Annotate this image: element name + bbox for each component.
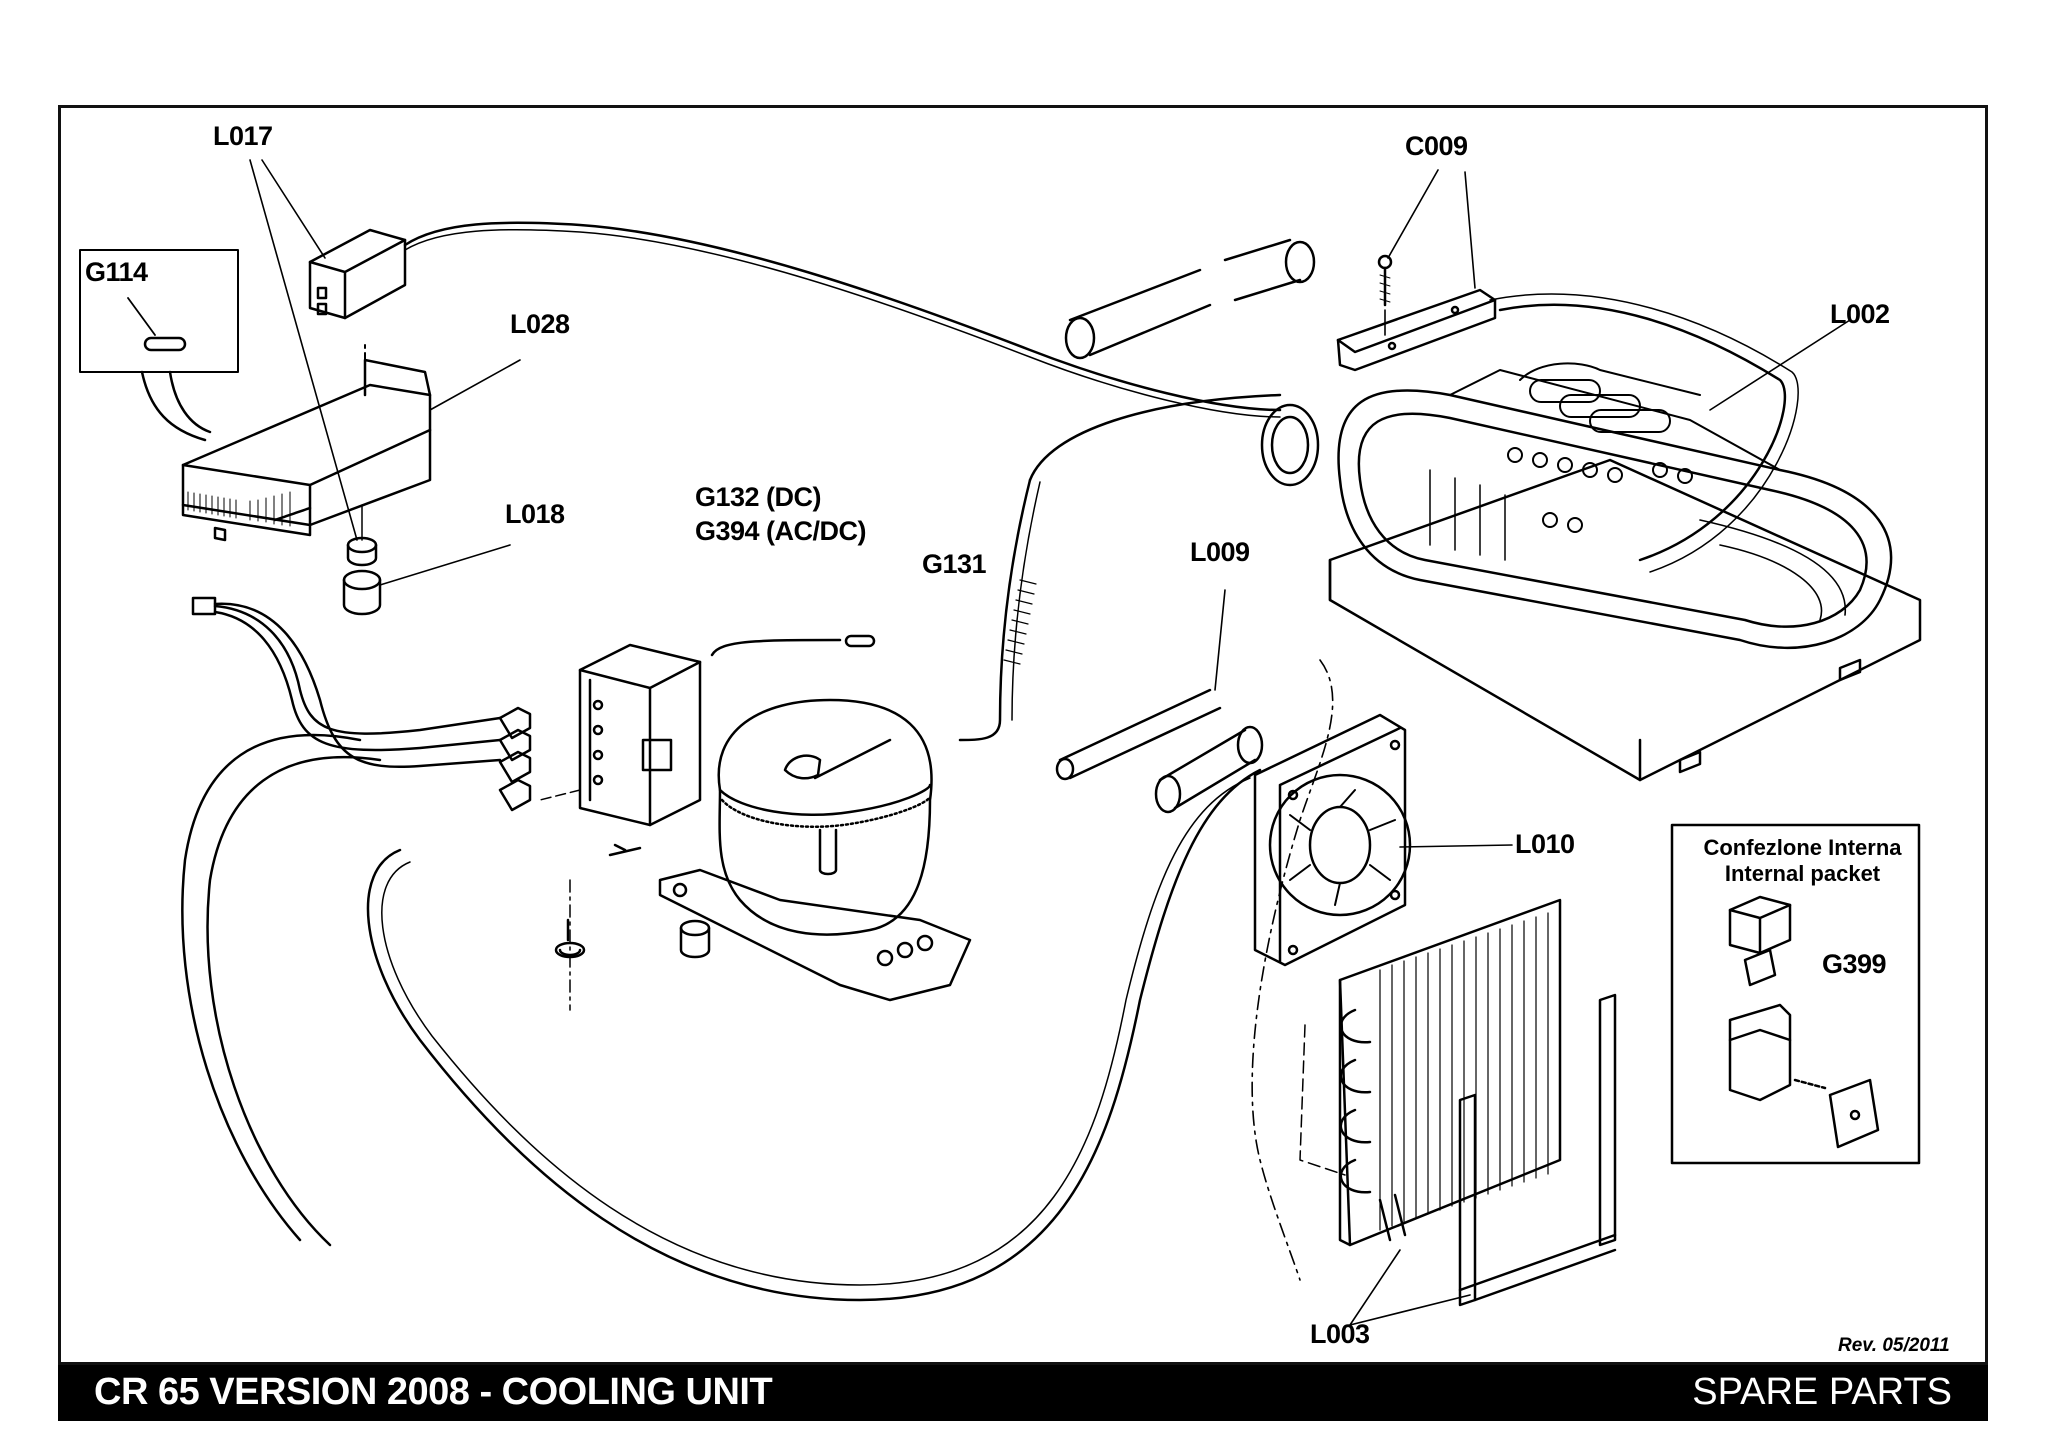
label-l028: L028 bbox=[510, 309, 570, 339]
label-l009: L009 bbox=[1190, 537, 1250, 567]
control-box-l028-icon bbox=[181, 344, 432, 542]
insulation-tube-icon bbox=[1064, 238, 1316, 360]
label-l002: L002 bbox=[1830, 299, 1890, 329]
power-cable-icon bbox=[366, 768, 1262, 1302]
evaporator-l002-icon bbox=[1328, 293, 1922, 782]
label-g394: G394 (AC/DC) bbox=[695, 516, 867, 546]
document-title: CR 65 VERSION 2008 - COOLING UNIT bbox=[94, 1371, 773, 1413]
footer-bar: CR 65 VERSION 2008 - COOLING UNIT SPARE … bbox=[58, 1365, 1988, 1421]
label-g399: G399 bbox=[1822, 949, 1887, 979]
wiring-harness-icon bbox=[181, 596, 532, 1247]
internal-packet-title: Confezlone Interna Internal packet bbox=[1680, 835, 1925, 888]
section-label: SPARE PARTS bbox=[1692, 1371, 1952, 1413]
internal-packet-title-en: Internal packet bbox=[1724, 861, 1881, 887]
label-g132: G132 (DC) bbox=[695, 482, 822, 512]
label-l017: L017 bbox=[213, 121, 273, 151]
fuse-holder-g399-icon bbox=[1728, 895, 1880, 1149]
internal-packet-title-it: Confezlone Interna bbox=[1703, 835, 1902, 860]
bracket-c009-icon bbox=[1336, 169, 1497, 372]
label-g131: G131 bbox=[922, 549, 987, 579]
electronic-unit-g132-icon bbox=[539, 634, 876, 1011]
compressor-g131-icon bbox=[658, 698, 972, 1002]
label-l018: L018 bbox=[505, 499, 565, 529]
label-g114: G114 bbox=[85, 257, 148, 287]
leader-lines-left bbox=[249, 159, 521, 586]
fan-l010-icon bbox=[1253, 713, 1513, 967]
internal-packet-box bbox=[1670, 823, 1921, 1165]
revision-label: Rev. 05/2011 bbox=[1838, 1335, 1950, 1356]
fuse-inset bbox=[79, 249, 239, 442]
filter-dryer-l009-icon bbox=[1055, 589, 1264, 814]
condenser-l003-icon bbox=[1299, 898, 1617, 1326]
assembly-line bbox=[1251, 659, 1334, 1281]
label-l003: L003 bbox=[1310, 1319, 1370, 1349]
connector-l017-icon bbox=[308, 221, 1282, 418]
label-c009: C009 bbox=[1405, 131, 1468, 161]
drawing-frame bbox=[58, 105, 1988, 1365]
fuse-g114-icon bbox=[143, 336, 187, 352]
label-l010: L010 bbox=[1515, 829, 1575, 859]
grommet-l018-icon bbox=[342, 504, 382, 616]
capillary-tube-icon bbox=[958, 393, 1320, 742]
